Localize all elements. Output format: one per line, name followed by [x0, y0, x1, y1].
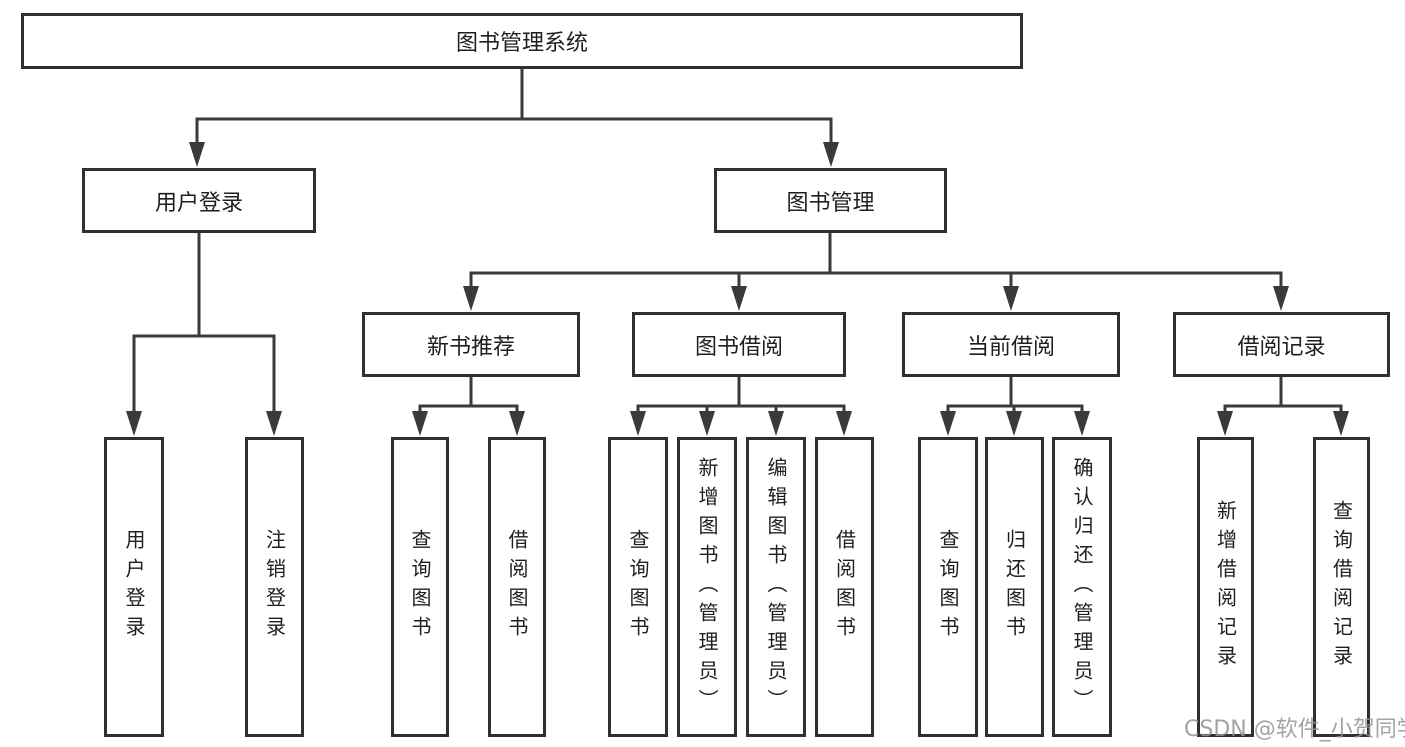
leaf-cb-return-book: 归还图书 [985, 437, 1044, 737]
node-new-book-recommend: 新书推荐 [362, 312, 580, 377]
leaf-bb-add-book-label: 新增图书（管理员） [695, 456, 719, 718]
leaf-br-query-record-label: 查询借阅记录 [1329, 500, 1354, 674]
leaf-br-add-record: 新增借阅记录 [1197, 437, 1254, 737]
node-book-borrow-label: 图书借阅 [694, 334, 783, 360]
leaf-cb-confirm-return: 确认归还（管理员） [1052, 437, 1112, 737]
node-borrow-records: 借阅记录 [1173, 312, 1390, 377]
node-current-borrow-label: 当前借阅 [966, 334, 1055, 360]
node-root-label: 图书管理系统 [455, 31, 588, 56]
arrowheads [126, 142, 1349, 436]
leaf-cb-query-book: 查询图书 [918, 437, 978, 737]
leaf-br-add-record-label: 新增借阅记录 [1213, 500, 1238, 674]
node-user-login-label: 用户登录 [154, 190, 243, 216]
leaf-cb-query-book-label: 查询图书 [936, 529, 960, 645]
leaf-logout-label: 注销登录 [262, 529, 287, 645]
node-book-borrow: 图书借阅 [632, 312, 846, 377]
leaf-logout: 注销登录 [245, 437, 304, 737]
leaf-cb-confirm-return-label: 确认归还（管理员） [1070, 456, 1094, 718]
leaf-rec-borrow-book: 借阅图书 [488, 437, 546, 737]
node-book-management-label: 图书管理 [786, 190, 875, 216]
leaf-br-query-record: 查询借阅记录 [1313, 437, 1370, 737]
leaf-user-login-label: 用户登录 [122, 529, 146, 645]
node-book-management: 图书管理 [714, 168, 947, 233]
csdn-watermark: CSDN @软件_小贺同学 [1184, 717, 1405, 742]
leaf-bb-query-book: 查询图书 [608, 437, 668, 737]
leaf-user-login: 用户登录 [104, 437, 164, 737]
node-root-system: 图书管理系统 [21, 13, 1023, 69]
node-new-book-recommend-label: 新书推荐 [426, 334, 515, 360]
node-current-borrow: 当前借阅 [902, 312, 1120, 377]
node-borrow-records-label: 借阅记录 [1237, 334, 1326, 360]
node-user-login: 用户登录 [82, 168, 316, 233]
leaf-cb-return-book-label: 归还图书 [1002, 529, 1027, 645]
leaf-bb-borrow-book-label: 借阅图书 [832, 529, 857, 645]
connector-lines [132, 68, 1343, 414]
leaf-bb-query-book-label: 查询图书 [626, 529, 650, 645]
leaf-bb-add-book: 新增图书（管理员） [677, 437, 737, 737]
leaf-bb-edit-book-label: 编辑图书（管理员） [764, 456, 788, 718]
leaf-rec-borrow-book-label: 借阅图书 [505, 529, 529, 645]
leaf-rec-query-book: 查询图书 [391, 437, 449, 737]
leaf-bb-borrow-book: 借阅图书 [815, 437, 874, 737]
leaf-bb-edit-book: 编辑图书（管理员） [746, 437, 806, 737]
leaf-rec-query-book-label: 查询图书 [408, 529, 432, 645]
